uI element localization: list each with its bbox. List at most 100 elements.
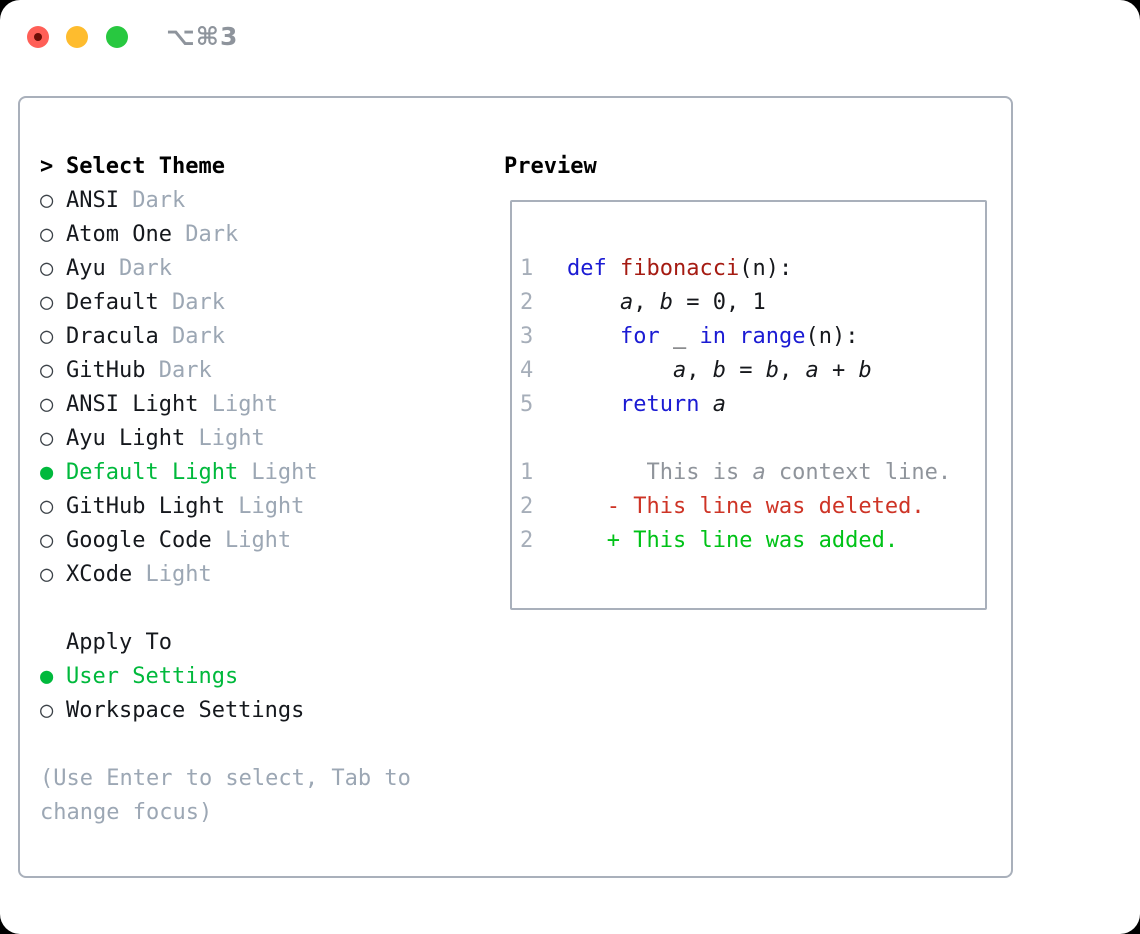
preview-title: Preview: [504, 154, 597, 179]
code-text: return a: [619, 392, 726, 417]
theme-option[interactable]: ○ Ayu Dark: [40, 252, 490, 286]
minimize-button[interactable]: [66, 26, 88, 48]
option-variant-label: Dark: [158, 290, 225, 315]
option-variant-label: Dark: [171, 222, 239, 247]
theme-option[interactable]: ○ Default Dark: [40, 286, 490, 320]
theme-option[interactable]: ○ ANSI Dark: [40, 184, 490, 218]
theme-picker-left-column: > Select Theme ○ANSI Dark○Atom One Dark○…: [40, 150, 490, 830]
radio-unselected-icon: ○: [40, 256, 54, 281]
close-dot-icon: [34, 33, 42, 41]
code-line: 1 def fibonacci(n):: [520, 252, 975, 286]
theme-option[interactable]: ○ GitHub Light Light: [40, 490, 490, 524]
hint-text: (Use Enter to select, Tab to change focu…: [40, 766, 411, 825]
code-text: + This line was added.: [606, 528, 899, 553]
theme-option[interactable]: ● Default Light Light: [40, 456, 490, 490]
code-text: - This line was deleted.: [606, 494, 925, 519]
theme-option[interactable]: ○ Dracula Dark: [40, 320, 490, 354]
theme-option[interactable]: ○ XCode Light: [40, 558, 490, 592]
radio-unselected-icon: ○: [40, 392, 54, 417]
radio-unselected-icon: ○: [40, 698, 54, 723]
theme-option[interactable]: ○ Google Code Light: [40, 524, 490, 558]
radio-unselected-icon: ○: [40, 290, 54, 315]
code-line: [520, 422, 975, 456]
line-number: 1: [520, 256, 534, 281]
line-number: 2: [520, 290, 534, 315]
option-variant-label: Light: [238, 460, 318, 485]
code-line: 2 + This line was added.: [520, 524, 975, 558]
radio-unselected-icon: ○: [40, 188, 54, 213]
option-variant-label: Light: [224, 494, 305, 519]
option-variant-label: Dark: [118, 188, 186, 213]
option-label: ANSI Light: [66, 392, 199, 417]
apply-to-option[interactable]: ● User Settings: [40, 660, 490, 694]
option-label: Ayu: [66, 256, 106, 281]
radio-unselected-icon: ○: [40, 222, 54, 247]
spacer: [40, 592, 490, 626]
option-label: Ayu Light: [66, 426, 186, 451]
line-number: [520, 422, 534, 456]
option-label: XCode: [66, 562, 133, 587]
option-label: User Settings: [66, 664, 239, 689]
line-number: 2: [520, 528, 534, 553]
apply-to-header: Apply To: [40, 626, 490, 660]
option-variant-label: Dark: [158, 324, 225, 349]
maximize-button[interactable]: [106, 26, 128, 48]
theme-option[interactable]: ○ GitHub Dark: [40, 354, 490, 388]
radio-selected-icon: ●: [40, 664, 54, 689]
option-label: GitHub Light: [66, 494, 225, 519]
radio-unselected-icon: ○: [40, 528, 54, 553]
line-number: 2: [520, 494, 534, 519]
code-text: a, b = b, a + b: [672, 358, 872, 383]
code-text: def fibonacci(n):: [567, 256, 793, 281]
window-shortcut-label: ⌥⌘3: [166, 22, 239, 51]
select-theme-header: > Select Theme: [40, 150, 490, 184]
line-number: 1: [520, 460, 534, 485]
option-label: Dracula: [66, 324, 159, 349]
option-label: Default: [66, 290, 159, 315]
code-text: for _ in range(n):: [619, 324, 859, 349]
close-button[interactable]: [27, 26, 49, 48]
code-line: 3 for _ in range(n):: [520, 320, 975, 354]
option-label: Atom One: [66, 222, 172, 247]
code-line: 2 a, b = 0, 1: [520, 286, 975, 320]
option-variant-label: Light: [211, 528, 292, 553]
code-text: This is a context line.: [567, 460, 952, 485]
theme-list: ○ ANSI Dark ○ Atom One Dark ○ Ayu Dark ○ Defaul…: [40, 184, 490, 592]
apply-to-title: Apply To: [66, 630, 172, 655]
apply-to-list: ● User Settings ○ Workspace Settings: [40, 660, 490, 728]
option-label: Default Light: [66, 460, 239, 485]
radio-unselected-icon: ○: [40, 358, 54, 383]
line-number: 5: [520, 392, 534, 417]
theme-option[interactable]: ○ Ayu Light Light: [40, 422, 490, 456]
radio-unselected-icon: ○: [40, 426, 54, 451]
radio-unselected-icon: ○: [40, 494, 54, 519]
line-number: 3: [520, 324, 534, 349]
theme-option[interactable]: ○ ANSI Light Light: [40, 388, 490, 422]
code-line: 5 return a: [520, 388, 975, 422]
theme-option[interactable]: ○ Atom One Dark: [40, 218, 490, 252]
code-line: 1 This is a context line.: [520, 456, 975, 490]
option-variant-label: Light: [198, 392, 278, 417]
line-number: 4: [520, 358, 534, 383]
option-variant-label: Light: [132, 562, 212, 587]
radio-unselected-icon: ○: [40, 562, 54, 587]
select-theme-title: Select Theme: [66, 154, 225, 179]
option-label: Google Code: [66, 528, 212, 553]
option-label: GitHub: [66, 358, 146, 383]
code-line: 2 - This line was deleted.: [520, 490, 975, 524]
prompt-icon: >: [40, 154, 54, 179]
option-label: Workspace Settings: [66, 698, 305, 723]
titlebar: ⌥⌘3: [0, 0, 1140, 96]
code-line: 4 a, b = b, a + b: [520, 354, 975, 388]
radio-selected-icon: ●: [40, 460, 54, 485]
option-label: ANSI: [66, 188, 119, 213]
code-text: a, b = 0, 1: [619, 290, 766, 315]
option-variant-label: Light: [185, 426, 265, 451]
theme-picker-panel: > Select Theme ○ANSI Dark○Atom One Dark○…: [18, 96, 1013, 878]
radio-unselected-icon: ○: [40, 324, 54, 349]
option-variant-label: Dark: [145, 358, 212, 383]
option-variant-label: Dark: [105, 256, 172, 281]
apply-to-option[interactable]: ○ Workspace Settings: [40, 694, 490, 728]
